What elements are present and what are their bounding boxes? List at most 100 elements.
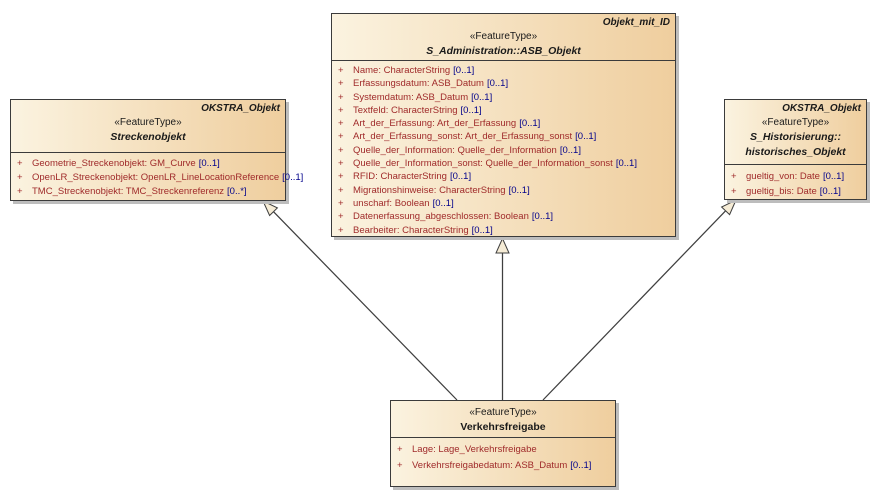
attribute-text: Erfassungsdatum: ASB_Datum xyxy=(353,78,484,90)
attribute-multiplicity: [0..1] xyxy=(453,65,475,76)
attribute-multiplicity: [0..1] xyxy=(486,78,509,90)
visibility-symbol: + xyxy=(338,211,344,223)
visibility-symbol: + xyxy=(338,197,344,209)
stereotype-label: «FeatureType» xyxy=(114,117,182,128)
attribute-row: +Migrationshinweise: CharacterString[0..… xyxy=(332,184,675,197)
attribute-text: Systemdatum: ASB_Datum xyxy=(353,91,469,103)
attribute-text: Art_der_Erfassung_sonst: Art_der_Erfassu… xyxy=(353,131,573,143)
attribute-row: + Systemdatum: ASB_Datum[0..1] xyxy=(332,91,675,104)
attribute-text: Quelle_der_Information: Quelle_der_Infor… xyxy=(353,144,557,156)
attribute-text: Art_der_Erfassung: Art_der_Erfassung xyxy=(353,118,517,130)
attribute-row: + Textfeld: CharacterString[0..1] xyxy=(332,104,675,117)
generalization-arrowhead-icon xyxy=(261,199,279,217)
visibility-symbol: + xyxy=(338,184,344,196)
attribute-row: + TMC_Streckenobjekt: TMC_Streckenreferen… xyxy=(11,185,285,199)
attribute-text: Lage: Lage_Verkehrsfreigabe xyxy=(412,444,537,455)
attribute-row: + Erfassungsdatum: ASB_Datum[0..1] xyxy=(332,77,675,90)
attribute-multiplicity: [0..1] xyxy=(615,158,637,170)
class-asb-objekt[interactable]: Objekt_mit_ID «FeatureType» S_Administra… xyxy=(331,13,676,237)
attribute-multiplicity: [0..1] xyxy=(471,91,493,103)
visibility-symbol: + xyxy=(338,91,344,103)
attribute-text: Verkehrsfreigabedatum: ASB_Datum xyxy=(412,459,568,471)
attribute-text: Geometrie_Streckenobjekt: GM_Curve xyxy=(32,158,196,169)
attribute-text: Bearbeiter: CharacterString xyxy=(353,224,469,236)
visibility-symbol: + xyxy=(731,171,737,182)
attribute-text: gueltig_von: Date xyxy=(746,171,820,182)
package-tag: OKSTRA_Objekt xyxy=(782,103,861,114)
visibility-symbol: + xyxy=(338,118,344,130)
attribute-text: Textfeld: CharacterString xyxy=(353,104,458,116)
class-header: OKSTRA_Objekt «FeatureType» S_Historisie… xyxy=(725,100,866,165)
visibility-symbol: + xyxy=(338,171,344,183)
attribute-row: + gueltig_bis: Date[0..1] xyxy=(725,184,866,199)
class-historisches-objekt[interactable]: OKSTRA_Objekt «FeatureType» S_Historisie… xyxy=(724,99,867,200)
stereotype-label: «FeatureType» xyxy=(469,407,537,418)
attributes-compartment: +Name: CharacterString[0..1] +Erfassungs… xyxy=(332,61,675,237)
attribute-text: Datenerfassung_abgeschlossen: Boolean xyxy=(353,211,529,223)
attribute-multiplicity: [0..1] xyxy=(575,131,597,143)
attributes-compartment: + Lage: Lage_Verkehrsfreigabe +Verkehrsfr… xyxy=(391,438,615,473)
attribute-text: unscharf: Boolean xyxy=(353,197,430,209)
visibility-symbol: + xyxy=(338,104,344,116)
visibility-symbol: + xyxy=(338,78,344,90)
attribute-multiplicity: [0..1] xyxy=(282,172,304,183)
class-name-line2: historisches_Objekt xyxy=(745,146,846,158)
visibility-symbol: + xyxy=(17,186,23,197)
attributes-compartment: +Geometrie_Streckenobjekt: GM_Curve[0..1… xyxy=(11,153,303,199)
attribute-multiplicity: [0..1] xyxy=(449,171,472,183)
stereotype-label: «FeatureType» xyxy=(469,31,538,42)
visibility-symbol: + xyxy=(338,224,344,236)
attribute-row: + RFID: CharacterString[0..1] xyxy=(332,170,675,183)
attribute-row: + Lage: Lage_Verkehrsfreigabe xyxy=(391,442,615,458)
attributes-compartment: +gueltig_von: Date[0..1] +gueltig_bis: D… xyxy=(725,165,866,199)
visibility-symbol: + xyxy=(17,158,23,169)
attribute-row: +Quelle_der_Information: Quelle_der_Info… xyxy=(332,144,675,157)
attribute-text: gueltig_bis: Date xyxy=(746,186,817,197)
class-name-line1: S_Historisierung:: xyxy=(749,131,841,143)
attribute-multiplicity: [0..1] xyxy=(822,171,845,182)
attribute-text: TMC_Streckenobjekt: TMC_Streckenreferenz xyxy=(32,186,225,197)
class-name: S_Administration::ASB_Objekt xyxy=(426,45,581,57)
attribute-row: +Datenerfassung_abgeschlossen: Boolean[0… xyxy=(332,210,675,223)
attribute-multiplicity: [0..1] xyxy=(559,144,581,156)
generalization-arrowhead-icon xyxy=(495,237,510,254)
class-name: Streckenobjekt xyxy=(110,131,186,143)
class-verkehrsfreigabe[interactable]: «FeatureType» Verkehrsfreigabe + Lage: La… xyxy=(390,400,616,487)
attribute-row: + Art_der_Erfassung: Art_der_Erfassung[0.… xyxy=(332,117,675,130)
class-header: OKSTRA_Objekt «FeatureType» Streckenobje… xyxy=(11,100,285,153)
attribute-row: + unscharf: Boolean[0..1] xyxy=(332,197,675,210)
attribute-multiplicity: [0..1] xyxy=(460,104,482,116)
attribute-multiplicity: [0..1] xyxy=(519,118,541,130)
attribute-row: +Verkehrsfreigabedatum: ASB_Datum[0..1] xyxy=(391,458,615,474)
visibility-symbol: + xyxy=(17,172,23,183)
attribute-multiplicity: [0..1] xyxy=(819,186,841,197)
package-tag: OKSTRA_Objekt xyxy=(201,103,280,114)
package-tag: Objekt_mit_ID xyxy=(602,17,670,28)
attribute-row: + Bearbeiter: CharacterString[0..1] xyxy=(332,224,675,237)
class-name: Verkehrsfreigabe xyxy=(460,421,546,433)
attribute-text: OpenLR_Streckenobjekt: OpenLR_LineLocati… xyxy=(32,172,280,183)
class-header: «FeatureType» Verkehrsfreigabe xyxy=(391,401,615,438)
attribute-multiplicity: [0..1] xyxy=(432,197,454,209)
attribute-multiplicity: [0..1] xyxy=(198,158,220,169)
stereotype-label: «FeatureType» xyxy=(761,117,830,128)
attribute-multiplicity: [0..1] xyxy=(570,459,592,471)
class-header: Objekt_mit_ID «FeatureType» S_Administra… xyxy=(332,14,675,61)
attribute-text: RFID: CharacterString xyxy=(353,171,447,183)
attribute-row: + Art_der_Erfassung_sonst: Art_der_Erfass… xyxy=(332,130,675,143)
attribute-row: + Geometrie_Streckenobjekt: GM_Curve[0..1… xyxy=(11,157,285,171)
visibility-symbol: + xyxy=(338,131,344,143)
visibility-symbol: + xyxy=(397,444,403,455)
class-streckenobjekt[interactable]: OKSTRA_Objekt «FeatureType» Streckenobje… xyxy=(10,99,303,201)
generalization-arrowhead-icon xyxy=(720,198,738,216)
attribute-row: +Quelle_der_Information_sonst: Quelle_de… xyxy=(332,157,675,170)
attribute-text: Name: CharacterString xyxy=(353,65,451,76)
attribute-text: Quelle_der_Information_sonst: Quelle_der… xyxy=(353,158,613,170)
visibility-symbol: + xyxy=(731,186,737,197)
generalization-edge-asb-objekt xyxy=(495,237,510,400)
visibility-symbol: + xyxy=(338,65,344,76)
attribute-multiplicity: [0..*] xyxy=(227,186,247,197)
attribute-text: Migrationshinweise: CharacterString xyxy=(353,184,506,196)
attribute-multiplicity: [0..1] xyxy=(471,224,493,236)
